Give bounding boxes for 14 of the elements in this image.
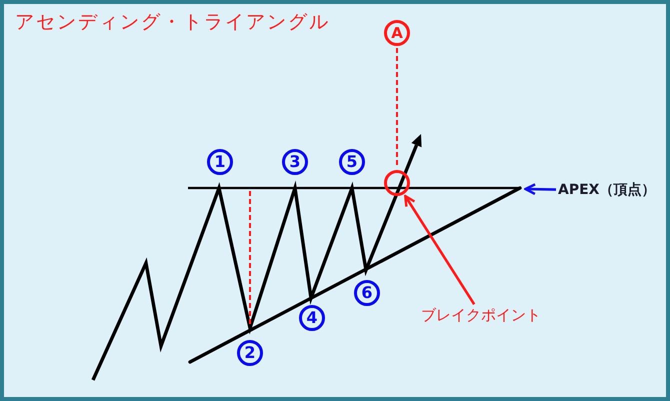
arrow [524,183,556,196]
breakpoint-label: ブレイクポイント [421,306,541,324]
callout-number: 6 [354,280,380,306]
callout-letter: A [384,20,410,46]
dashed-connector [396,48,398,167]
apex-label: APEX（頂点） [558,182,656,199]
callout-number: 1 [207,149,233,175]
breakout-ring-marker [384,170,410,196]
callout-number: 3 [282,149,308,175]
diagram-title: アセンディング・トライアングル [15,10,330,35]
callout-number: 5 [339,149,365,175]
arrow [404,194,476,306]
callout-number: 4 [299,305,325,331]
callout-number: 2 [237,340,263,366]
